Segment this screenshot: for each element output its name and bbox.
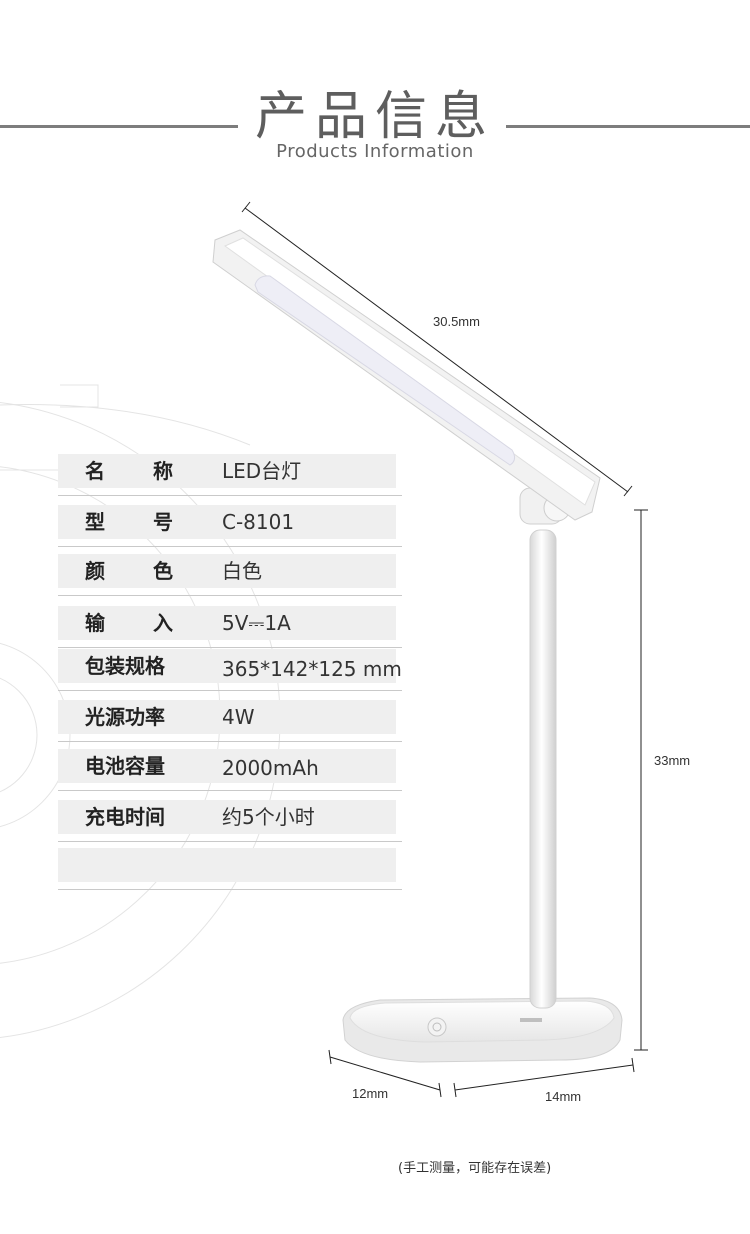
base-depth-label: 12mm bbox=[352, 1086, 389, 1101]
label-char: 号 bbox=[153, 510, 173, 534]
spec-label: 型号 bbox=[85, 510, 173, 534]
width-dimension-line bbox=[454, 1064, 634, 1091]
row-band bbox=[58, 505, 396, 539]
spec-row-name: 名称 LED台灯 bbox=[58, 454, 402, 496]
lamp-base bbox=[342, 997, 623, 1063]
label-char: 称 bbox=[153, 459, 173, 483]
row-divider bbox=[58, 841, 402, 842]
row-band bbox=[58, 606, 396, 640]
header-rule-right bbox=[506, 125, 750, 128]
spec-row-power: 光源功率 4W bbox=[58, 700, 402, 742]
header-rule-left bbox=[0, 125, 238, 128]
row-band bbox=[58, 800, 396, 834]
label-char: 输 bbox=[85, 611, 105, 635]
spec-value: 5V⎓1A bbox=[222, 611, 291, 635]
row-band bbox=[58, 649, 396, 683]
page-subtitle: Products Information bbox=[276, 141, 474, 162]
spec-row-charge-time: 充电时间 约5个小时 bbox=[58, 800, 402, 842]
spec-value: LED台灯 bbox=[222, 459, 302, 483]
row-band bbox=[58, 454, 396, 488]
spec-value: 365*142*125 mm bbox=[222, 657, 402, 681]
spec-row-package: 包装规格 365*142*125 mm bbox=[58, 649, 402, 691]
row-band bbox=[58, 749, 396, 783]
dimension-lines bbox=[241, 201, 648, 1098]
spec-label: 光源功率 bbox=[85, 705, 165, 729]
spec-value: 4W bbox=[222, 705, 255, 729]
spec-value: C-8101 bbox=[222, 510, 295, 534]
row-divider bbox=[58, 889, 402, 890]
arm-length-label: 30.5mm bbox=[433, 314, 480, 329]
row-band bbox=[58, 554, 396, 588]
row-band bbox=[58, 700, 396, 734]
spec-row-battery: 电池容量 2000mAh bbox=[58, 749, 402, 791]
row-divider bbox=[58, 595, 402, 596]
lamp-pole bbox=[529, 529, 557, 1009]
row-divider bbox=[58, 546, 402, 547]
label-char: 色 bbox=[153, 559, 173, 583]
label-char: 型 bbox=[85, 510, 105, 534]
spec-label: 名称 bbox=[85, 459, 173, 483]
measurement-note: (手工测量，可能存在误差) bbox=[398, 1161, 552, 1176]
label-char: 入 bbox=[153, 611, 173, 635]
spec-label: 颜色 bbox=[85, 559, 173, 583]
label-char: 名 bbox=[85, 459, 105, 483]
spec-label: 充电时间 bbox=[85, 805, 165, 829]
spec-label: 电池容量 bbox=[85, 754, 165, 778]
label-char: 颜 bbox=[85, 559, 105, 583]
row-divider bbox=[58, 790, 402, 791]
page-title: 产品信息 bbox=[254, 87, 495, 147]
lamp-head bbox=[212, 229, 601, 521]
row-divider bbox=[58, 647, 402, 648]
base-width-label: 14mm bbox=[545, 1089, 582, 1104]
row-divider bbox=[58, 690, 402, 691]
spec-row-input: 输入 5V⎓1A bbox=[58, 606, 402, 648]
spec-row-empty bbox=[58, 848, 402, 890]
arm-dimension-line bbox=[244, 207, 629, 493]
row-divider bbox=[58, 495, 402, 496]
spec-value: 白色 bbox=[222, 559, 262, 583]
spec-row-model: 型号 C-8101 bbox=[58, 505, 402, 547]
depth-dimension-line bbox=[329, 1056, 441, 1091]
spec-label: 输入 bbox=[85, 611, 173, 635]
row-band bbox=[58, 848, 396, 882]
spec-value: 2000mAh bbox=[222, 756, 319, 780]
spec-label: 包装规格 bbox=[85, 654, 165, 678]
spec-value: 约5个小时 bbox=[222, 805, 315, 829]
spec-row-color: 颜色 白色 bbox=[58, 554, 402, 596]
row-divider bbox=[58, 741, 402, 742]
height-label: 33mm bbox=[654, 753, 691, 768]
